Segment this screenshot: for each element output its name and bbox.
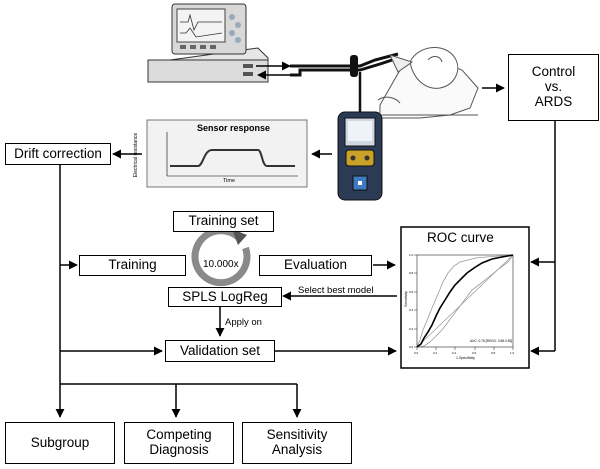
sensor-panel-title: Sensor response	[197, 123, 271, 133]
roc-x-tick-label: 1.0	[510, 351, 515, 355]
roc-y-tick-label: 0.0	[409, 345, 414, 349]
roc-ci-lower	[416, 254, 514, 348]
roc-y-tick-label: 0.2	[409, 327, 414, 331]
roc-x-tick-label: 0.8	[491, 351, 496, 355]
patient-icon	[377, 46, 479, 119]
sensor-panel-ylabel: Electrical resistance	[133, 132, 140, 178]
roc-ci-upper	[416, 254, 514, 348]
splslogreg-box: SPLS LogReg	[168, 287, 282, 307]
drift-correction-box: Drift correction	[5, 143, 111, 165]
sensor-panel-xlabel: Time	[223, 178, 236, 184]
control-vs-ards-box: Control vs. ARDS	[508, 54, 599, 121]
evaluation-box: Evaluation	[259, 255, 372, 276]
training-box: Training	[79, 255, 186, 276]
sensor-response-panel	[146, 119, 308, 188]
validation-set-box: Validation set	[165, 340, 275, 362]
roc-y-tick-label: 0.8	[409, 271, 414, 275]
roc-x-ticks	[416, 347, 514, 350]
roc-y-tick-label: 1.0	[409, 253, 414, 257]
roc-x-tick-label: 0.4	[452, 351, 457, 355]
roc-auc-text: AUC: 0.76 [95%CI: 0.68-0.83]	[470, 339, 513, 343]
roc-x-tick-label: 0.6	[472, 351, 477, 355]
roc-y-tick-label: 0.6	[409, 290, 414, 294]
roc-x-tick-label: 0.2	[433, 351, 438, 355]
roc-y-axis-label: Sensitivity	[403, 291, 408, 307]
ventilator-tubing	[256, 52, 399, 118]
roc-x-axis-label: 1-Specificity	[456, 356, 475, 360]
roc-curve-line	[416, 254, 514, 348]
apply-on-label: Apply on	[225, 317, 262, 328]
competing-diagnosis-box: Competing Diagnosis	[124, 422, 234, 464]
subgroup-box: Subgroup	[5, 422, 115, 464]
cycle-count-label: 10.000x	[203, 259, 239, 270]
roc-panel-title: ROC curve	[427, 230, 494, 245]
cycle-icon	[191, 227, 251, 287]
training-set-box: Training set	[173, 211, 274, 232]
roc-x-tick-label: 0.0	[414, 351, 419, 355]
ventilator-icon	[147, 3, 269, 83]
roc-y-tick-label: 0.4	[409, 308, 414, 312]
enose-device-icon	[337, 111, 383, 201]
roc-panel	[400, 226, 530, 369]
roc-y-ticks	[414, 254, 417, 348]
flow-lines	[55, 121, 556, 418]
sensitivity-analysis-box: Sensitivity Analysis	[242, 422, 352, 464]
select-best-model-label: Select best model	[298, 285, 374, 296]
